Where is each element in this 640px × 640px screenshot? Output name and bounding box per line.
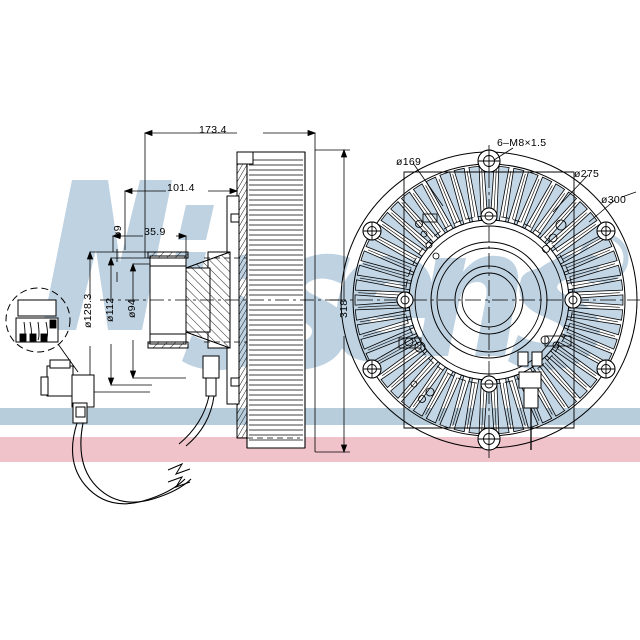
dimension-label-318: 318 xyxy=(338,299,350,318)
dimension-label-dia-300: ø300 xyxy=(601,194,627,206)
dimension-label-dia-112: ø112 xyxy=(104,297,116,322)
dimension-label-dia-94: ø94 xyxy=(126,299,138,318)
dimension-label-dia-169: ø169 xyxy=(396,156,422,168)
dimension-label-101-4: 101.4 xyxy=(167,182,195,194)
dimension-label-35-9: 35.9 xyxy=(144,226,166,238)
dimension-label-173-4: 173.4 xyxy=(199,124,227,136)
dimension-label-dia-275: ø275 xyxy=(574,168,600,180)
dimension-label-dia-9: ø9 xyxy=(112,225,124,238)
thread-spec-label: 6–M8×1.5 xyxy=(497,137,547,149)
dimension-label-dia-128-3: ø128.3 xyxy=(82,293,94,329)
